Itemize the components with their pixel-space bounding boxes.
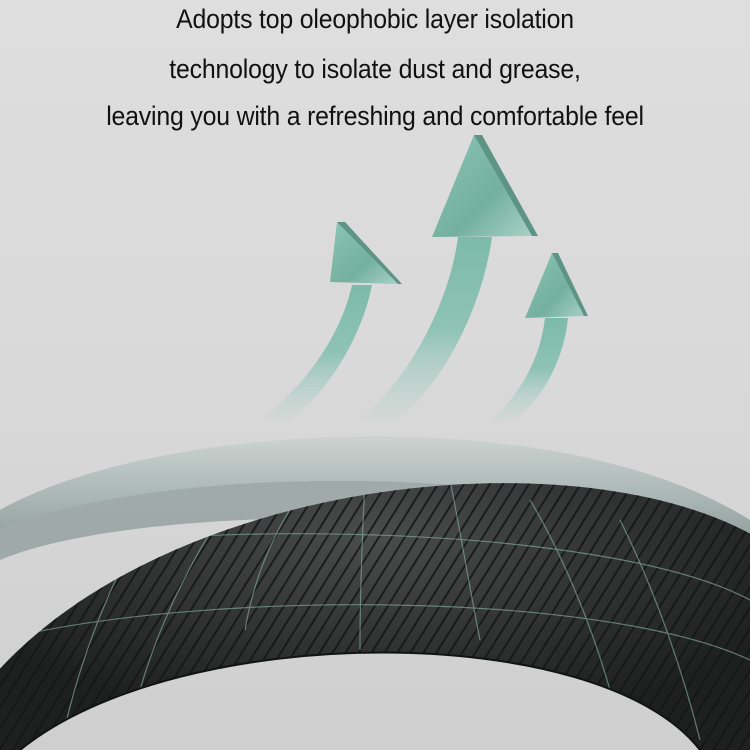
headline-line-2: technology to isolate dust and grease, [169,54,581,84]
headline-line-3: leaving you with a refreshing and comfor… [106,101,644,131]
center-arrow-icon [360,135,538,420]
right-arrow-icon [490,253,588,420]
headline-line-1: Adopts top oleophobic layer isolation [176,4,574,34]
oleophobic-layer [0,436,750,560]
left-arrow-icon [262,222,402,420]
